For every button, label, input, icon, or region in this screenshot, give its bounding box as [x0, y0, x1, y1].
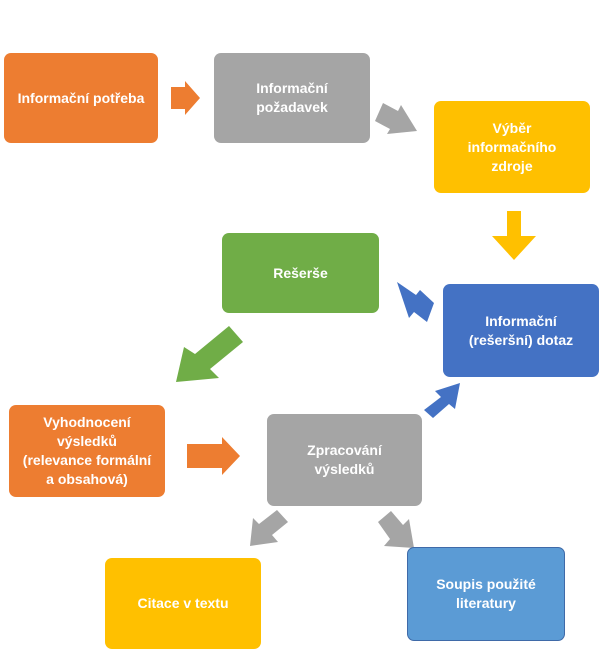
node-label: Citace v textu	[137, 595, 229, 611]
node-vyhodnoceni-vysledku: Vyhodnocení výsledků (relevance formální…	[9, 405, 165, 497]
node-label: Výběr informačního zdroje	[467, 119, 557, 174]
node-label: Informační (rešeršní) dotaz	[468, 312, 574, 348]
arrow-zpracovani-to-citace	[250, 510, 288, 546]
node-citace-v-textu: Citace v textu	[105, 558, 261, 649]
arrow-reserse-to-vyhodnoceni	[176, 326, 243, 382]
node-informacni-potreba: Informační potřeba	[4, 53, 158, 143]
arrow-zpracovani-to-dotaz	[424, 383, 460, 418]
node-informacni-pozadavek: Informační požadavek	[214, 53, 370, 143]
arrow-potreba-to-pozadavek	[171, 81, 200, 115]
node-label: Zpracování výsledků	[307, 442, 382, 477]
node-label: Informační potřeba	[17, 89, 145, 106]
node-zpracovani-vysledku: Zpracování výsledků	[267, 414, 422, 506]
node-informacni-dotaz: Informační (rešeršní) dotaz	[443, 284, 599, 377]
arrow-vyber-to-dotaz	[492, 211, 536, 260]
arrow-dotaz-to-reserse	[397, 282, 434, 322]
arrow-vyhodnoceni-to-zpracovani	[187, 437, 240, 475]
node-label: Informační požadavek	[256, 80, 328, 115]
node-reserse: Rešerše	[222, 233, 379, 313]
node-vyber-zdroje: Výběr informačního zdroje	[434, 101, 590, 193]
node-label: Soupis použité literatury	[436, 576, 536, 611]
arrow-zpracovani-to-soupis	[378, 511, 414, 548]
node-soupis-literatury: Soupis použité literatury	[407, 547, 565, 641]
arrow-pozadavek-to-vyber	[375, 103, 417, 134]
node-label: Vyhodnocení výsledků (relevance formální…	[22, 414, 152, 487]
node-label: Rešerše	[273, 264, 328, 281]
